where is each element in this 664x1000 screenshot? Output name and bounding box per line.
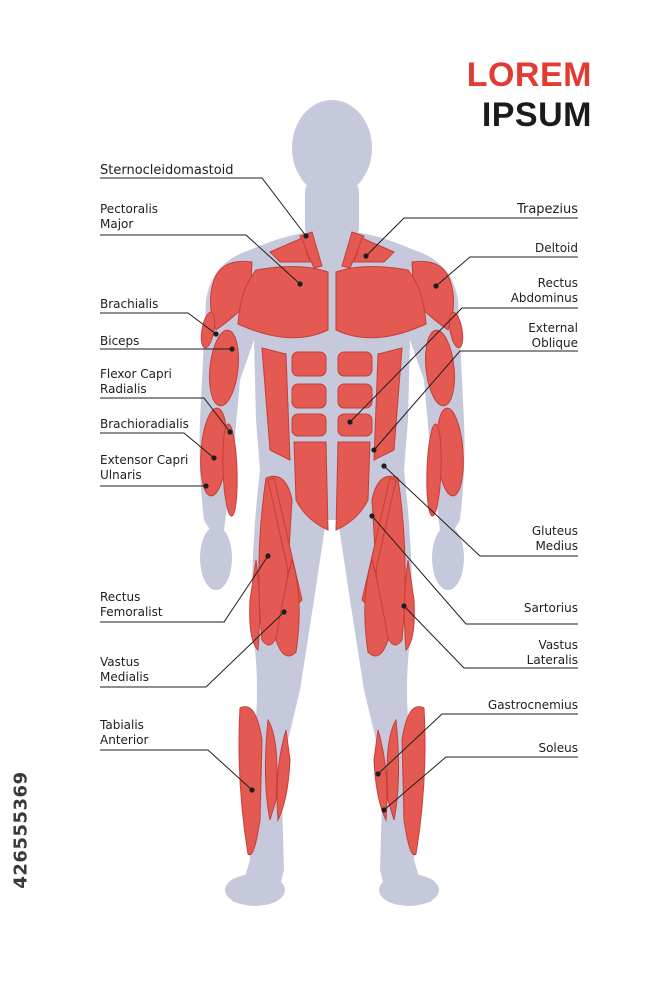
leader-dot-vastus-lateralis — [401, 603, 407, 609]
vastus-lateralis-left — [249, 559, 261, 652]
leader-dot-soleus — [381, 807, 387, 813]
leader-sternocleidomastoid — [100, 177, 307, 237]
leader-vastus-lateralis — [403, 605, 578, 669]
leader-vastus-medialis — [100, 611, 285, 688]
label-extensor-capri-ulnaris: Extensor Capri Ulnaris — [100, 453, 189, 482]
leader-lines — [100, 177, 578, 813]
pectoralis-right — [335, 265, 427, 339]
label-brachialis: Brachialis — [100, 297, 159, 311]
leader-deltoid — [435, 256, 578, 287]
tibialis-left — [238, 706, 263, 856]
rectus-abdominus-lower-right — [335, 441, 371, 531]
leader-dot-sternocleidomastoid — [303, 233, 309, 239]
stock-id-watermark: 426555369 — [10, 771, 32, 889]
leader-tabialis-anterior — [100, 749, 253, 791]
label-rectus-abdominus: Rectus Abdominus — [510, 276, 578, 305]
label-brachioradialis: Brachioradialis — [100, 417, 189, 431]
leader-sartorius — [371, 515, 578, 625]
deltoid-right — [411, 260, 454, 331]
label-sartorius: Sartorius — [523, 601, 578, 615]
leader-brachialis — [100, 312, 217, 335]
label-gastrocnemius: Gastrocnemius — [487, 698, 578, 712]
leader-dot-sartorius — [369, 513, 375, 519]
leader-soleus — [383, 756, 578, 811]
label-biceps: Biceps — [100, 334, 140, 348]
leader-flexor-capri-radialis — [100, 397, 231, 433]
tibialis-right — [401, 706, 426, 856]
soleus-right — [373, 729, 388, 822]
leader-dot-extensor-capri-ulnaris — [203, 483, 209, 489]
label-pectoralis-major: Pectoralis Major — [100, 202, 159, 231]
label-vastus-lateralis: Vastus Lateralis — [526, 638, 578, 667]
label-external-oblique: External Oblique — [528, 321, 578, 350]
hand-right-shape — [432, 526, 464, 590]
leader-brachioradialis — [100, 432, 215, 459]
foot-left-shape — [225, 874, 285, 906]
leader-gastrocnemius — [377, 713, 578, 775]
sternocleidomastoid-left — [299, 231, 323, 269]
leader-dot-biceps — [229, 346, 235, 352]
rectus-abdominus-left-3 — [291, 413, 327, 437]
label-sternocleidomastoid: Sternocleidomastoid — [100, 163, 234, 178]
leader-rectus-abdominus — [349, 307, 578, 423]
label-rectus-femoralist: Rectus Femoralist — [100, 590, 163, 619]
foot-right-shape — [379, 874, 439, 906]
leader-dot-brachioradialis — [211, 455, 217, 461]
label-gluteus-medius: Gluteus Medius — [531, 524, 578, 553]
leader-dot-external-oblique — [371, 447, 377, 453]
vastus-medialis-left — [275, 558, 300, 657]
leader-dot-rectus-femoralist — [265, 553, 271, 559]
body-shape — [199, 231, 465, 902]
leader-rectus-femoralist — [100, 555, 269, 623]
leader-gluteus-medius — [383, 465, 578, 557]
label-tabialis-anterior: Tabialis Anterior — [100, 718, 149, 747]
neck-shape — [305, 180, 359, 240]
title-ipsum: IPSUM — [481, 96, 592, 134]
sternocleidomastoid-right — [341, 231, 365, 269]
rectus-abdominus-left-2 — [291, 383, 327, 409]
rectus-abdominus-right-1 — [337, 351, 373, 377]
rectus-abdominus-left-1 — [291, 351, 327, 377]
label-soleus: Soleus — [538, 741, 578, 755]
label-flexor-capri-radialis: Flexor Capri Radialis — [100, 367, 172, 396]
label-deltoid: Deltoid — [535, 241, 578, 255]
gastrocnemius-left — [264, 718, 278, 821]
hand-left-shape — [200, 526, 232, 590]
leader-dot-vastus-medialis — [281, 609, 287, 615]
leader-dot-rectus-abdominus — [347, 419, 353, 425]
pectoralis-left — [237, 265, 329, 339]
leader-pectoralis-major — [100, 234, 301, 285]
leader-trapezius — [365, 217, 578, 257]
leader-dot-pectoralis-major — [297, 281, 303, 287]
body-silhouette — [199, 100, 465, 906]
brachialis-right — [448, 311, 464, 349]
leader-dot-tabialis-anterior — [249, 787, 255, 793]
deltoid-left — [210, 260, 253, 331]
rectus-abdominus-right-2 — [337, 383, 373, 409]
rectus-abdominus-right-3 — [337, 413, 373, 437]
forearm-left-b — [222, 423, 238, 517]
biceps-right — [425, 329, 455, 407]
soleus-left — [276, 729, 291, 822]
forearm-right-b — [426, 423, 442, 517]
leader-dot-gluteus-medius — [381, 463, 387, 469]
title-lorem: LOREM — [466, 56, 592, 94]
head-shape — [292, 100, 372, 196]
leader-dot-deltoid — [433, 283, 439, 289]
label-vastus-medialis: Vastus Medialis — [100, 655, 149, 684]
leader-dot-flexor-capri-radialis — [227, 429, 233, 435]
vastus-medialis-right — [364, 558, 389, 657]
muscle-group — [200, 231, 464, 856]
leader-external-oblique — [373, 350, 578, 451]
trapezius-left — [269, 237, 311, 263]
leader-dot-brachialis — [213, 331, 219, 337]
leader-dot-trapezius — [363, 253, 369, 259]
rectus-abdominus-lower-left — [293, 441, 329, 531]
brachialis-left — [200, 311, 216, 349]
external-oblique-left — [261, 347, 291, 461]
label-trapezius: Trapezius — [516, 202, 578, 217]
leader-dot-gastrocnemius — [375, 771, 381, 777]
